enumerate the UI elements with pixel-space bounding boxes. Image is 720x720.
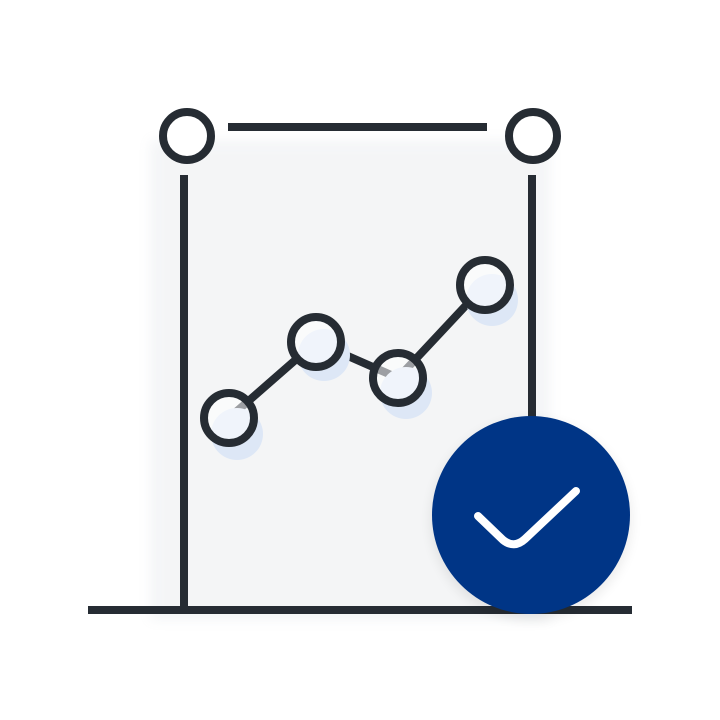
chart-line (226, 282, 488, 422)
frame-node-top-right (505, 108, 561, 164)
frame-node-top-left (159, 108, 215, 164)
chart-node-2 (287, 313, 345, 371)
checkmark-icon (474, 487, 580, 549)
chart-node-1 (200, 389, 258, 447)
chart-node-3 (369, 349, 427, 407)
checkmark-badge (431, 416, 631, 620)
badge-circle (432, 416, 630, 614)
chart-node-4 (456, 256, 514, 314)
